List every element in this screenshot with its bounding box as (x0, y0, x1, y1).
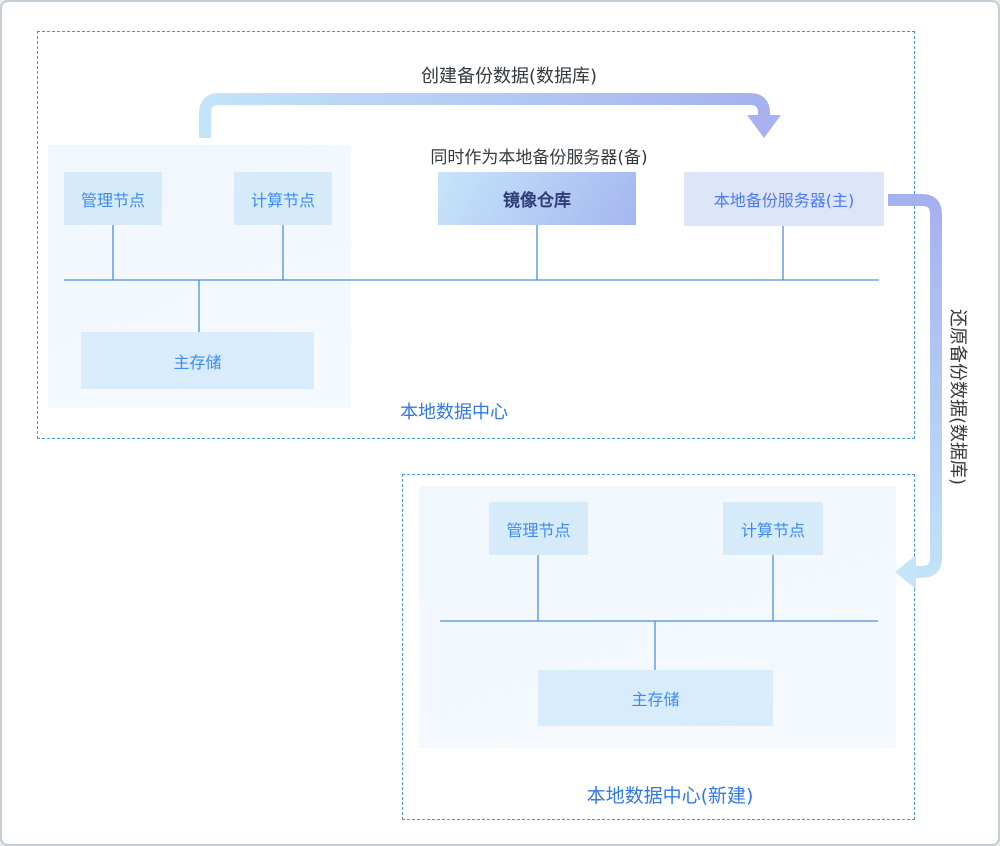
create-backup-caption: 创建备份数据(数据库) (420, 66, 598, 87)
restore-backup-caption: 还原备份数据(数据库) (947, 308, 968, 486)
dc-new-storage-node: 主存储 (538, 670, 773, 726)
dc-local-compute-node: 计算节点 (234, 172, 332, 225)
dc-new-compute-node: 计算节点 (723, 502, 823, 555)
dc-new-boundary (402, 474, 915, 820)
dc-new-mgmt-node: 管理节点 (489, 502, 588, 555)
dc-local-mirror-repo-node: 镜像仓库 (438, 172, 636, 225)
dc-local-storage-node: 主存储 (81, 332, 314, 389)
dc-local-mgmt-node: 管理节点 (64, 172, 162, 225)
standby-backup-caption: 同时作为本地备份服务器(备) (430, 148, 648, 168)
dc-local-backup-primary-node: 本地备份服务器(主) (684, 172, 884, 226)
dc-new-label: 本地数据中心(新建) (586, 785, 754, 807)
dc-local-label: 本地数据中心 (400, 402, 508, 423)
